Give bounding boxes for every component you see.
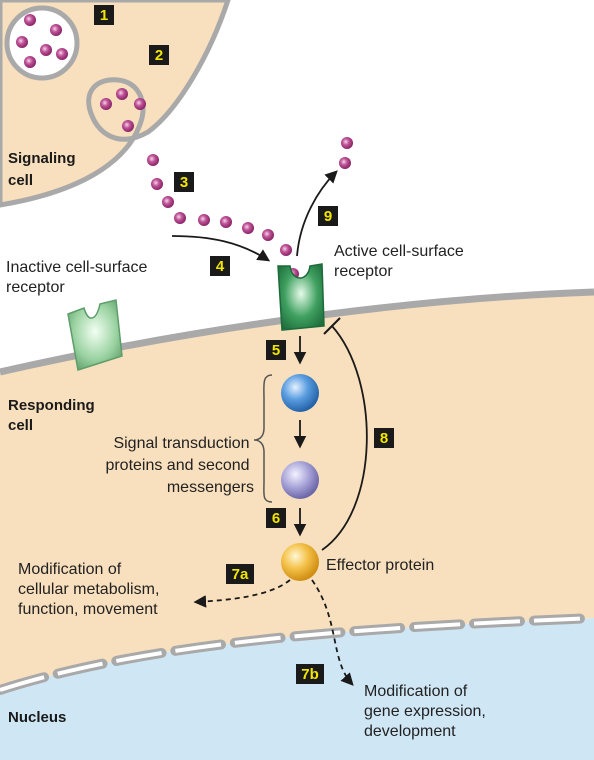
svg-text:4: 4	[216, 258, 225, 275]
effector-protein	[281, 543, 319, 581]
step-9-badge: 9	[318, 206, 338, 226]
step-2-badge: 2	[149, 45, 169, 65]
inactive-receptor-label: Inactive cell-surface receptor	[6, 259, 152, 296]
step-3-badge: 3	[174, 172, 194, 192]
transduction-label: Signal transduction proteins and second …	[105, 435, 254, 496]
inactive-receptor	[67, 299, 123, 371]
step-6-badge: 6	[266, 508, 286, 528]
step-8-badge: 8	[374, 428, 394, 448]
metabolism-label: Modification of cellular metabolism, fun…	[18, 561, 164, 618]
arrow-release	[296, 170, 338, 257]
transduction-protein-2	[281, 461, 319, 499]
nucleus-label: Nucleus	[8, 709, 66, 726]
responding-cell-label: Responding cell	[8, 397, 99, 434]
responding-cell-membrane	[0, 288, 594, 376]
signaling-cell-label: Signaling cell	[8, 150, 80, 189]
active-receptor-label: Active cell-surface receptor	[334, 243, 468, 280]
svg-text:5: 5	[272, 342, 280, 359]
step-5-badge: 5	[266, 340, 286, 360]
arrow-binding	[171, 235, 271, 262]
svg-text:1: 1	[100, 7, 108, 24]
feedback-inhibition	[321, 325, 368, 551]
step-1-badge: 1	[94, 5, 114, 25]
step-7a-badge: 7a	[226, 564, 254, 584]
effector-label: Effector protein	[326, 557, 434, 574]
step-4-badge: 4	[210, 256, 230, 276]
step-7b-badge: 7b	[296, 664, 324, 684]
svg-text:3: 3	[180, 174, 188, 191]
svg-text:7a: 7a	[232, 566, 249, 583]
active-receptor	[277, 263, 325, 331]
svg-text:7b: 7b	[301, 666, 319, 683]
svg-text:8: 8	[380, 430, 388, 447]
arrow-gene-expression	[311, 579, 354, 686]
svg-text:6: 6	[272, 510, 280, 527]
transduction-protein-1	[281, 374, 319, 412]
gene-expression-label: Modification of gene expression, develop…	[364, 683, 490, 740]
svg-text:2: 2	[155, 47, 163, 64]
svg-text:9: 9	[324, 208, 332, 225]
nucleus-region	[0, 618, 594, 760]
transduction-bracket	[253, 374, 273, 503]
